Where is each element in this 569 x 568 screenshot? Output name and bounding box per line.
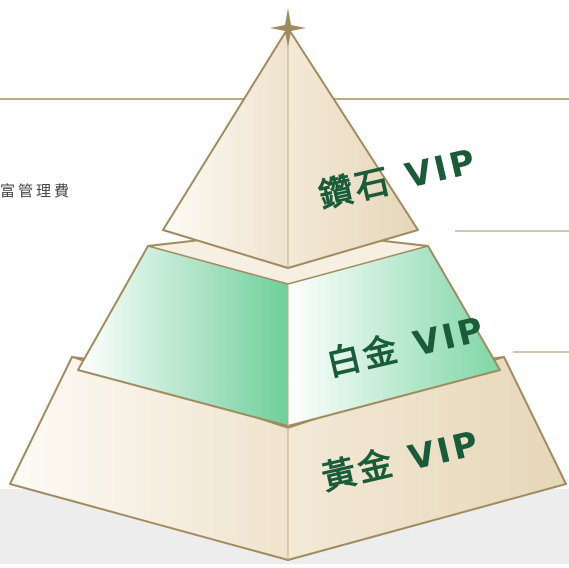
management-fee-text: 富管理費: [0, 182, 73, 200]
tier-diamond: [162, 27, 419, 269]
apex-star-icon: [270, 8, 306, 48]
